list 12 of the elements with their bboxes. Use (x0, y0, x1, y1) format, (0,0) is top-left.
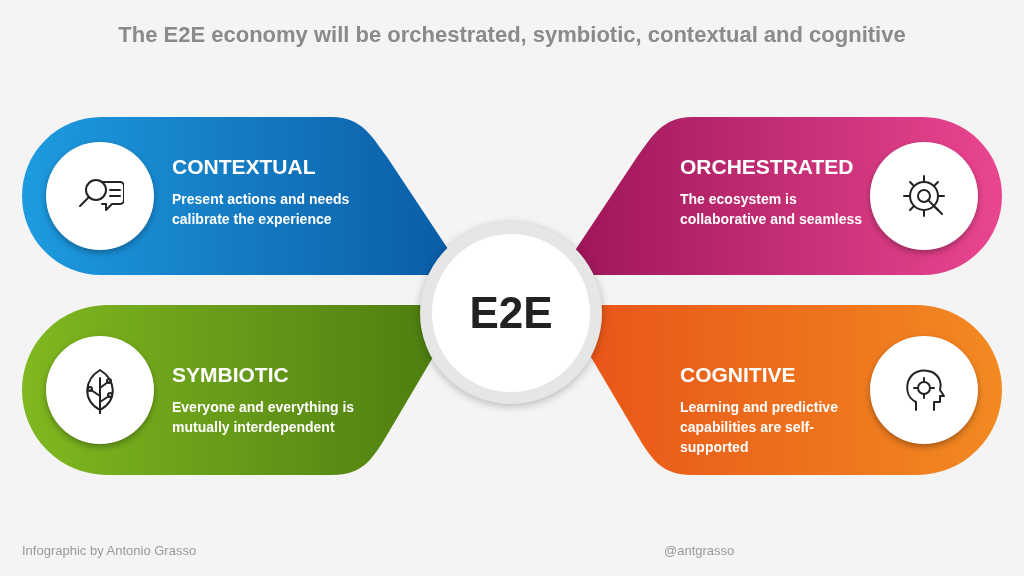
heading: SYMBIOTIC (172, 363, 289, 387)
heading: COGNITIVE (680, 363, 796, 387)
social-handle: @antgrasso (664, 543, 735, 558)
hub-circle: E2E (420, 222, 602, 404)
description: Everyone and everything is mutually interdependent (172, 398, 356, 437)
description: The ecosystem is collaborative and seamless (680, 190, 864, 229)
heading: ORCHESTRATED (680, 155, 854, 179)
title: The E2E economy will be orchestrated, symbiotic, contextual and cognitive (117, 22, 907, 48)
credit-text: Infographic by Antonio Grasso (22, 543, 197, 558)
description: Learning and predictive capabilities are self-supported (680, 398, 839, 457)
heading: CONTEXTUAL (172, 155, 316, 179)
description: Present actions and needs calibrate the experience (172, 190, 351, 229)
